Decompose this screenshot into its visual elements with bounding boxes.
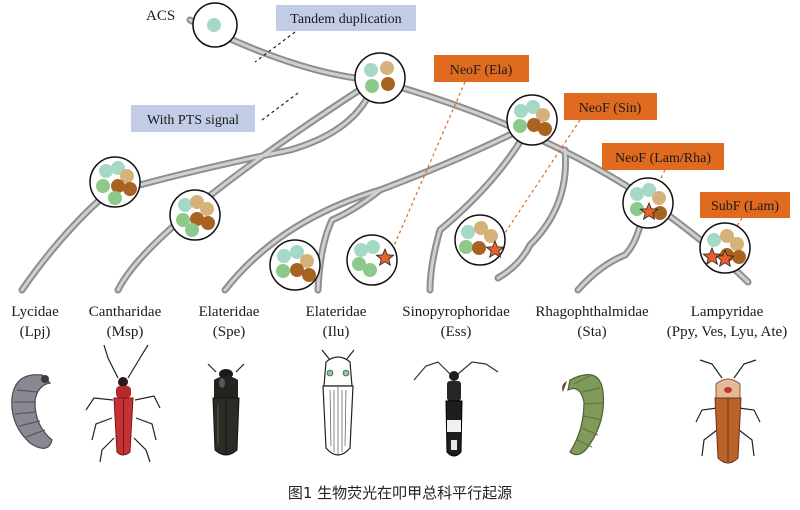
callout-pts: With PTS signal	[131, 105, 255, 132]
callout-neof-sin-text: NeoF (Sin)	[579, 101, 642, 116]
rhagophthalmidae-larva-image	[562, 374, 605, 456]
star-icon	[702, 246, 722, 266]
taxon-0-family: Lycidae	[11, 304, 59, 320]
root-label: ACS	[146, 8, 175, 24]
taxon-3-family: Elateridae	[306, 304, 367, 320]
taxon-labels: Lycidae (Lpj) Cantharidae (Msp) Elaterid…	[11, 304, 787, 340]
taxon-2-code: (Spe)	[213, 324, 246, 340]
callout-tandem-text: Tandem duplication	[290, 12, 401, 27]
cantharidae-beetle-image	[85, 344, 161, 463]
taxon-0-code: (Lpj)	[20, 324, 51, 340]
callout-neof-sin: NeoF (Sin)	[564, 93, 657, 120]
node-sinopyro-lampyrid	[506, 94, 558, 146]
taxon-5-code: (Sta)	[577, 324, 606, 340]
sinopyrophoridae-beetle-image	[413, 361, 499, 457]
lampyridae-beetle-image	[695, 359, 761, 464]
node-elateridae-ilu	[346, 234, 398, 286]
taxon-6-family: Lampyridae	[691, 304, 764, 320]
node-acs	[192, 2, 238, 48]
elateridae-ilu-beetle-image	[321, 349, 355, 456]
star-icon	[375, 247, 395, 267]
callout-neof-lam: NeoF (Lam/Rha)	[602, 143, 724, 170]
lycidae-larva-image	[11, 374, 53, 449]
callout-neof-lam-text: NeoF (Lam/Rha)	[615, 151, 711, 166]
callout-neof-ela-text: NeoF (Ela)	[450, 63, 513, 78]
star-icon	[485, 239, 505, 259]
callout-subf-lam: SubF (Lam)	[700, 192, 790, 218]
figure-caption: 图1 生物荧光在叩甲总科平行起源	[287, 484, 513, 502]
node-cantharidae	[169, 189, 221, 241]
taxon-6-code: (Ppy, Ves, Lyu, Ate)	[667, 324, 787, 340]
taxon-3-code: (Ilu)	[323, 324, 350, 340]
elateridae-spe-beetle-image	[207, 363, 245, 456]
callout-subf-lam-text: SubF (Lam)	[711, 199, 779, 214]
taxon-4-code: (Ess)	[441, 324, 472, 340]
taxon-5-family: Rhagophthalmidae	[535, 304, 649, 320]
callout-neof-ela: NeoF (Ela)	[434, 55, 529, 82]
callout-pts-text: With PTS signal	[147, 113, 239, 128]
taxon-1-family: Cantharidae	[89, 304, 162, 320]
star-icon	[715, 248, 735, 268]
node-rhago-lampyrid	[622, 177, 674, 229]
node-lampyridae	[699, 222, 751, 274]
star-icon	[639, 201, 659, 221]
taxon-2-family: Elateridae	[199, 304, 260, 320]
taxon-1-code: (Msp)	[107, 324, 144, 340]
tree-branches	[18, 16, 752, 294]
taxon-4-family: Sinopyrophoridae	[402, 304, 510, 320]
callout-tandem: Tandem duplication	[276, 5, 416, 31]
node-duplication	[354, 52, 406, 104]
node-sinopyrophoridae	[454, 214, 506, 266]
node-elateridae-spe	[269, 239, 321, 291]
node-lycidae	[89, 156, 141, 208]
